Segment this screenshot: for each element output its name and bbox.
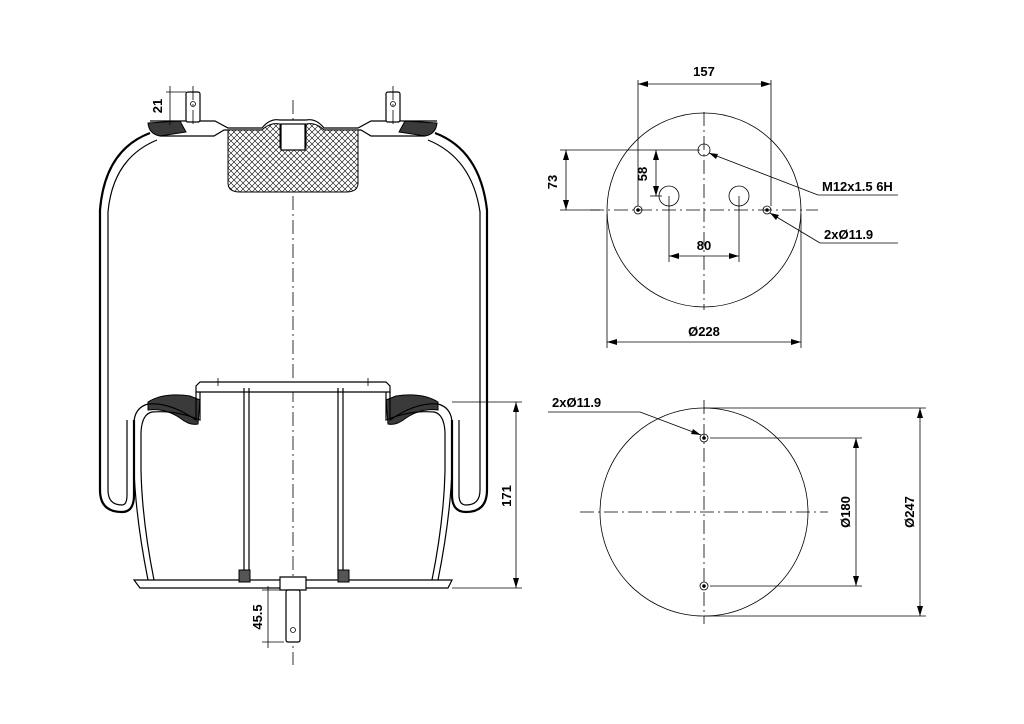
dim-157-arrow-left xyxy=(638,81,648,87)
dim-171-arrow-top xyxy=(513,402,519,412)
bottom-view: 2xØ11.9 Ø180 Ø247 xyxy=(548,395,926,624)
top-holes-label: 2xØ11.9 xyxy=(824,227,873,242)
bellows-outer xyxy=(98,131,151,514)
dim-228-arrow-left xyxy=(607,339,617,345)
top-view: 157 73 58 80 Ø228 M12x1.5 6H xyxy=(545,64,898,348)
top-bead-left xyxy=(147,120,187,137)
top-holes-leader xyxy=(769,212,821,244)
top-plate xyxy=(150,119,437,129)
thread-leader xyxy=(708,152,819,196)
dim-228-label: Ø228 xyxy=(688,324,720,339)
dim-73-arrow-top xyxy=(563,150,569,160)
dim-58-label: 58 xyxy=(635,167,650,181)
dim-247-label: Ø247 xyxy=(902,496,917,528)
dim-247-arrow-bottom xyxy=(917,606,923,616)
bottom-hole-top xyxy=(699,433,709,443)
piston-bead-left xyxy=(147,394,201,425)
top-hole-right xyxy=(762,205,772,215)
dim-171-arrow-bottom xyxy=(513,578,519,588)
piston-body-right-inner xyxy=(385,392,446,581)
dim-180-arrow-bottom xyxy=(853,576,859,586)
dim-73-label: 73 xyxy=(545,175,560,189)
dim-180-label: Ø180 xyxy=(838,496,853,528)
side-view: 21 45.5 171 xyxy=(98,86,522,665)
bottom-holes-leader-arrow xyxy=(691,429,701,435)
dim-228-arrow-right xyxy=(791,339,801,345)
dim-45-label: 45.5 xyxy=(250,604,265,629)
bottom-stud-head xyxy=(279,576,307,591)
dim-180-arrow-top xyxy=(853,438,859,448)
top-hole-right-dot xyxy=(765,208,769,212)
bellows-outer-right xyxy=(434,131,489,514)
bottom-stud xyxy=(285,589,301,643)
top-stud-left-hole xyxy=(190,101,196,107)
top-hole-left-dot xyxy=(636,208,640,212)
thread-leader-arrow xyxy=(709,153,718,159)
piston-top-flange xyxy=(195,381,391,393)
piston-body-left xyxy=(133,392,197,581)
piston-body-right xyxy=(389,392,453,581)
bump-stop xyxy=(227,123,359,193)
tube-foot-right xyxy=(337,569,350,583)
dim-58-arrow-top xyxy=(653,150,659,160)
top-bead-right xyxy=(398,120,438,137)
dim-157-arrow-right xyxy=(761,81,771,87)
dim-80-arrow-left xyxy=(669,253,679,259)
dim-58-arrow-bottom xyxy=(653,186,659,196)
dim-80-arrow-right xyxy=(729,253,739,259)
dim-171-label: 171 xyxy=(499,485,514,507)
dim-21-label: 21 xyxy=(150,99,165,113)
bellows-inner-right xyxy=(427,139,481,506)
bottom-hole-bottom xyxy=(699,581,709,591)
top-stud-right-hole xyxy=(390,101,396,107)
thread-spec-label: M12x1.5 6H xyxy=(822,179,893,194)
bottom-holes-label: 2xØ11.9 xyxy=(552,395,601,410)
bottom-stud-hole xyxy=(290,627,296,633)
dim-80-label: 80 xyxy=(697,238,711,253)
piston-body-left-inner xyxy=(140,392,201,581)
bump-stop-insert xyxy=(280,123,306,151)
piston-bead-right xyxy=(385,394,439,425)
dim-73-arrow-bottom xyxy=(563,200,569,210)
top-holes-leader-arrow xyxy=(770,213,779,220)
dim-157-label: 157 xyxy=(693,64,715,79)
bottom-hole-bottom-dot xyxy=(702,584,706,588)
tube-foot-left xyxy=(238,569,251,583)
bellows-inner xyxy=(107,139,158,506)
bottom-holes-leader xyxy=(639,411,702,436)
dim-247-arrow-top xyxy=(917,408,923,418)
bottom-hole-top-dot xyxy=(702,436,706,440)
